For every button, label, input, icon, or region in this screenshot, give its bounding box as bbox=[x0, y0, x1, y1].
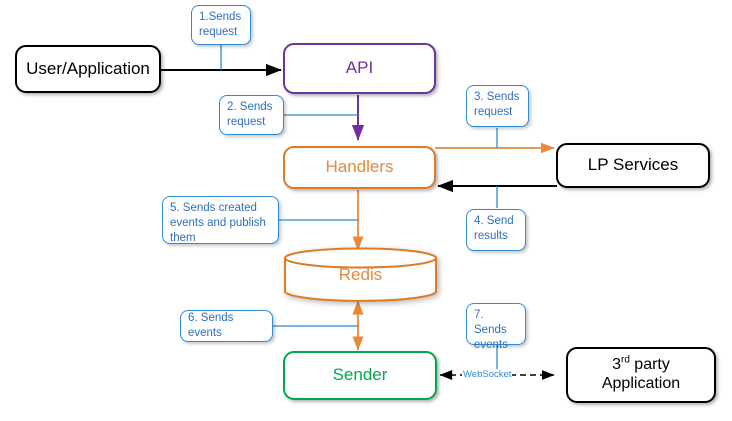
node-api[interactable]: API bbox=[283, 43, 436, 94]
node-redis[interactable] bbox=[283, 247, 438, 303]
node-lp-services[interactable]: LP Services bbox=[556, 143, 710, 188]
node-user-application[interactable]: User/Application bbox=[15, 45, 161, 93]
node-lp-services-label: LP Services bbox=[587, 155, 679, 175]
edge-label-websocket: WebSocket bbox=[462, 369, 513, 380]
node-third-party-application[interactable]: 3rd party Application bbox=[566, 347, 716, 403]
callout-4-send-results[interactable]: 4. Send results bbox=[466, 209, 526, 251]
callout-3-text: 3. Sends request bbox=[474, 91, 520, 119]
node-handlers-label: Handlers bbox=[325, 157, 394, 177]
callout-3-sends-request[interactable]: 3. Sends request bbox=[466, 85, 529, 127]
node-third-party-label-line1: 3rd party bbox=[612, 354, 670, 375]
callout-7-text: 7. Sends events bbox=[474, 309, 508, 352]
node-api-label: API bbox=[345, 58, 374, 78]
node-user-application-label: User/Application bbox=[26, 58, 150, 78]
callout-1-text: 1.Sends request bbox=[199, 11, 242, 39]
callout-1-sends-request[interactable]: 1.Sends request bbox=[191, 5, 251, 45]
callout-2-sends-request[interactable]: 2. Sends request bbox=[219, 95, 284, 135]
third-party-line1-text: 3rd party bbox=[612, 354, 670, 374]
callout-6-text: 6. Sends events bbox=[188, 311, 234, 339]
node-third-party-label-line2: Application bbox=[601, 375, 681, 392]
callout-2-text: 2. Sends request bbox=[227, 101, 273, 129]
callout-5-sends-created-events[interactable]: 5. Sends created events and publish them bbox=[162, 196, 279, 244]
callout-4-text: 4. Send results bbox=[474, 215, 514, 243]
callout-5-text: 5. Sends created events and publish them bbox=[170, 202, 266, 245]
node-sender-label: Sender bbox=[332, 365, 388, 385]
node-sender[interactable]: Sender bbox=[283, 351, 437, 400]
node-handlers[interactable]: Handlers bbox=[283, 146, 436, 189]
callout-6-sends-events[interactable]: 6. Sends events bbox=[180, 310, 273, 342]
callout-7-sends-events[interactable]: 7. Sends events bbox=[466, 303, 526, 351]
